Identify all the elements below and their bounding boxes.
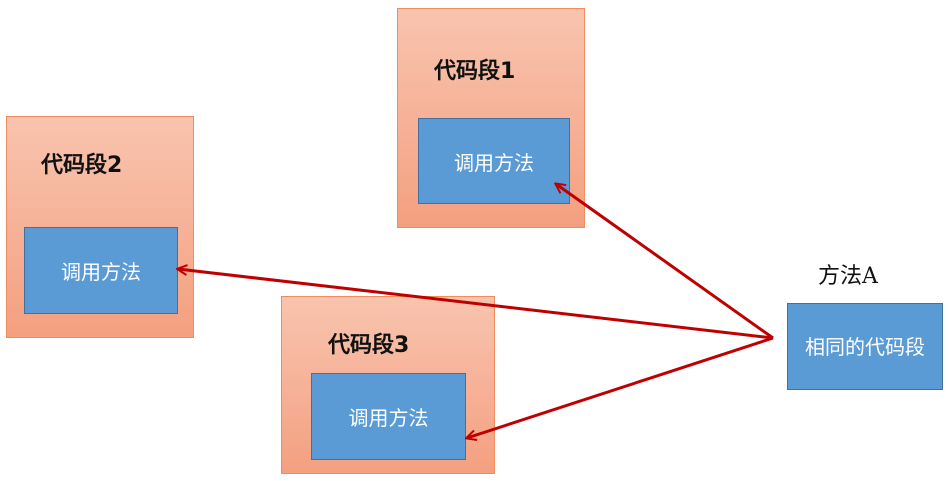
method-a-label: 方法A: [818, 264, 878, 289]
arrow-to-segment-3: [467, 336, 774, 438]
code-segment-1: 代码段1 调用方法: [397, 8, 585, 228]
method-a-body: 相同的代码段: [787, 303, 943, 390]
code-segment-2: 代码段2 调用方法: [6, 116, 194, 338]
code-segment-1-title: 代码段1: [434, 59, 516, 84]
code-segment-3: 代码段3 调用方法: [281, 296, 495, 474]
arrow-to-segment-1: [556, 184, 774, 340]
code-segment-1-call-box: 调用方法: [418, 118, 570, 204]
code-segment-3-title: 代码段3: [328, 333, 410, 358]
code-segment-3-call-box: 调用方法: [311, 373, 466, 460]
arrow-to-segment-2: [178, 269, 774, 340]
code-segment-2-call-box: 调用方法: [24, 227, 178, 314]
code-segment-2-title: 代码段2: [41, 153, 123, 178]
